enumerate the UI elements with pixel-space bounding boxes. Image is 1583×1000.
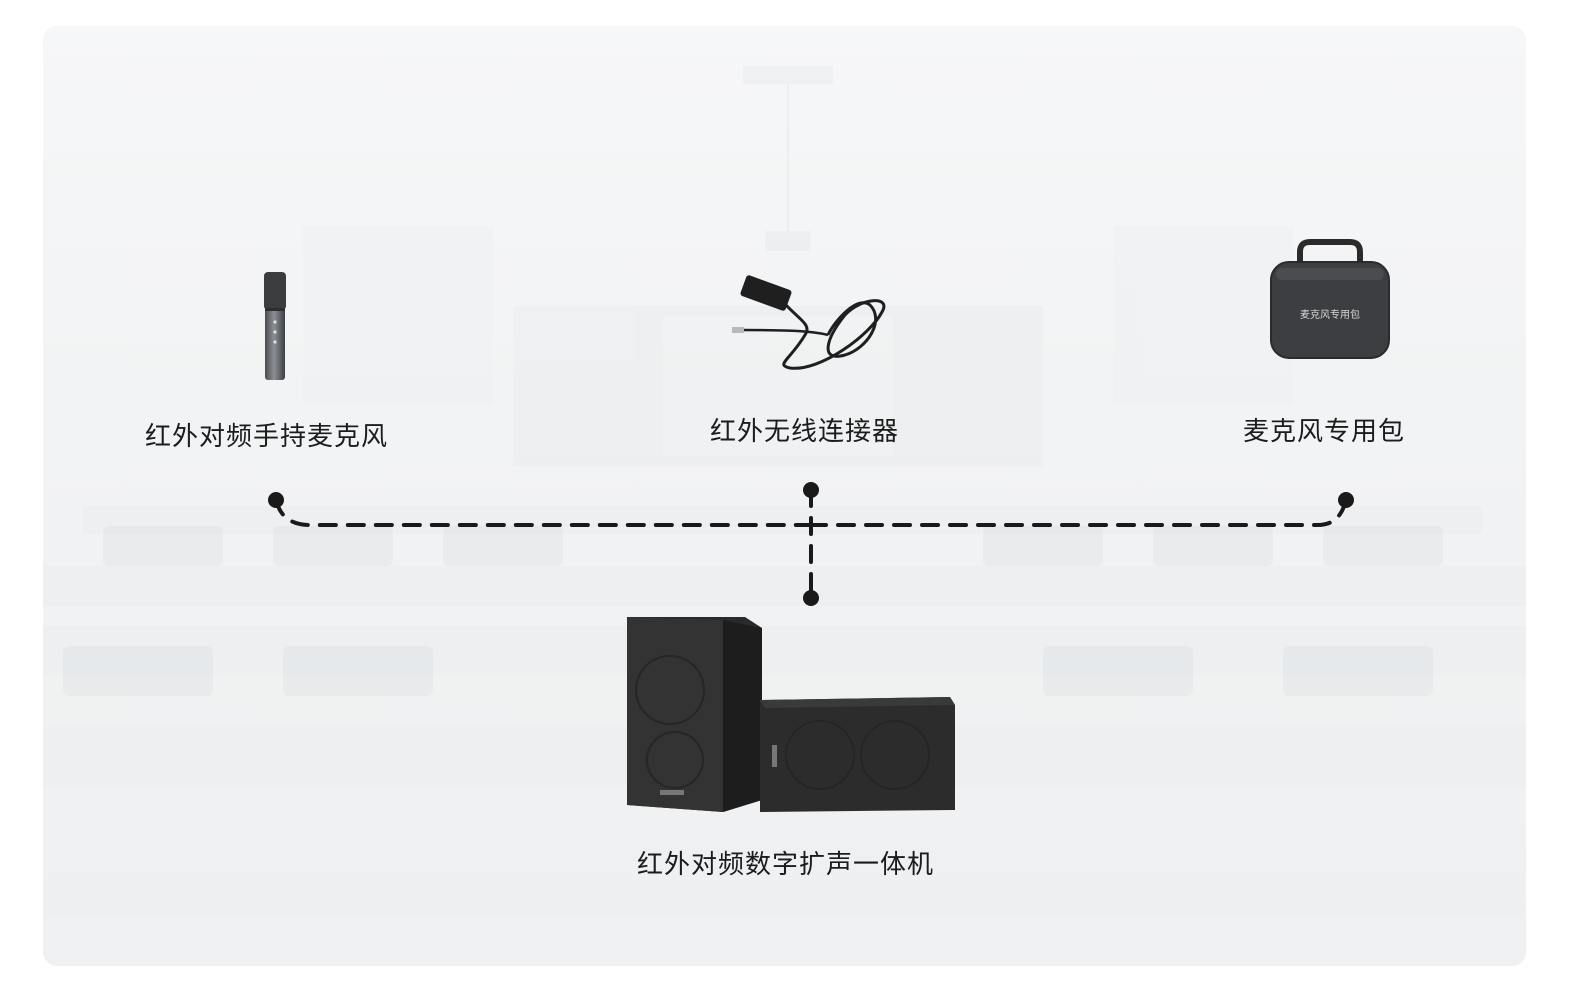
mic-connector-line <box>274 498 812 527</box>
diagram-card <box>43 26 1526 966</box>
wireless-connector-cable-icon <box>732 275 886 370</box>
connector-dot <box>803 482 819 498</box>
case-print-label: 麦克风专用包 <box>1300 308 1360 321</box>
microphone-case-icon <box>1270 239 1390 359</box>
microphone-label: 红外对频手持麦克风 <box>145 422 389 452</box>
speaker-dot <box>803 590 819 606</box>
connection-lines <box>274 488 1348 600</box>
bag-dot <box>1338 492 1354 508</box>
mic-dot <box>268 492 284 508</box>
bag-label: 麦克风专用包 <box>1243 417 1406 447</box>
connector-bag-line <box>808 498 1348 527</box>
handheld-microphone-icon <box>264 272 286 380</box>
connection-dots <box>268 482 1354 606</box>
connector-label: 红外无线连接器 <box>710 417 900 447</box>
speaker-pair-icon <box>627 617 955 812</box>
speaker-label: 红外对频数字扩声一体机 <box>637 850 935 880</box>
